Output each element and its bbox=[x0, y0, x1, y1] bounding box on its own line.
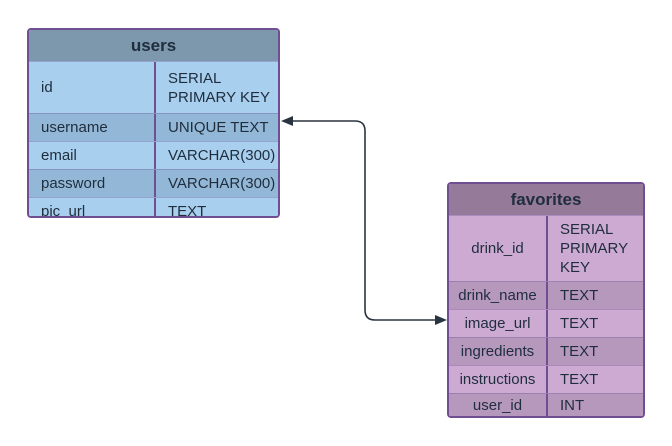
column-type: TEXT bbox=[560, 315, 599, 332]
column-name: email bbox=[29, 142, 156, 169]
column-name: username bbox=[29, 114, 156, 141]
arrowhead-users bbox=[281, 116, 293, 126]
connector-line bbox=[290, 120, 437, 321]
column-type: INT bbox=[560, 396, 585, 414]
favorites-row-user-id[interactable]: user_id INT bbox=[449, 393, 643, 416]
users-table-title: users bbox=[29, 30, 278, 61]
favorites-row-instructions[interactable]: instructions TEXT bbox=[449, 365, 643, 393]
users-row-username[interactable]: username UNIQUE TEXT bbox=[29, 113, 278, 141]
column-type: SERIAL PRIMARY KEY bbox=[560, 221, 629, 276]
column-type: TEXT bbox=[560, 287, 599, 304]
arrowhead-favorites bbox=[435, 315, 447, 325]
users-table[interactable]: users id SERIAL PRIMARY KEY username UNI… bbox=[27, 28, 280, 218]
column-type: TEXT bbox=[560, 343, 599, 360]
column-name: drink_id bbox=[449, 216, 548, 281]
users-row-id[interactable]: id SERIAL PRIMARY KEY bbox=[29, 61, 278, 113]
column-name: user_id bbox=[449, 394, 548, 416]
favorites-row-image-url[interactable]: image_url TEXT bbox=[449, 309, 643, 337]
column-name: password bbox=[29, 170, 156, 197]
column-type: VARCHAR(300) bbox=[168, 147, 276, 164]
favorites-row-drink-id[interactable]: drink_id SERIAL PRIMARY KEY bbox=[449, 215, 643, 281]
column-name: image_url bbox=[449, 310, 548, 337]
column-type: UNIQUE TEXT bbox=[168, 119, 269, 136]
users-row-password[interactable]: password VARCHAR(300) bbox=[29, 169, 278, 197]
column-type: VARCHAR(300) bbox=[168, 175, 276, 192]
column-type: TEXT bbox=[168, 202, 207, 218]
users-row-email[interactable]: email VARCHAR(300) bbox=[29, 141, 278, 169]
favorites-table[interactable]: favorites drink_id SERIAL PRIMARY KEY dr… bbox=[447, 182, 645, 418]
column-type: TEXT bbox=[560, 371, 599, 388]
users-row-pic-url[interactable]: pic_url TEXT bbox=[29, 197, 278, 218]
favorites-row-ingredients[interactable]: ingredients TEXT bbox=[449, 337, 643, 365]
favorites-table-title: favorites bbox=[449, 184, 643, 215]
column-name: ingredients bbox=[449, 338, 548, 365]
column-name: instructions bbox=[449, 366, 548, 393]
favorites-row-drink-name[interactable]: drink_name TEXT bbox=[449, 281, 643, 309]
column-name: id bbox=[29, 62, 156, 113]
column-type: SERIAL PRIMARY KEY bbox=[168, 69, 270, 106]
column-name: pic_url bbox=[29, 198, 156, 216]
column-name: drink_name bbox=[449, 282, 548, 309]
